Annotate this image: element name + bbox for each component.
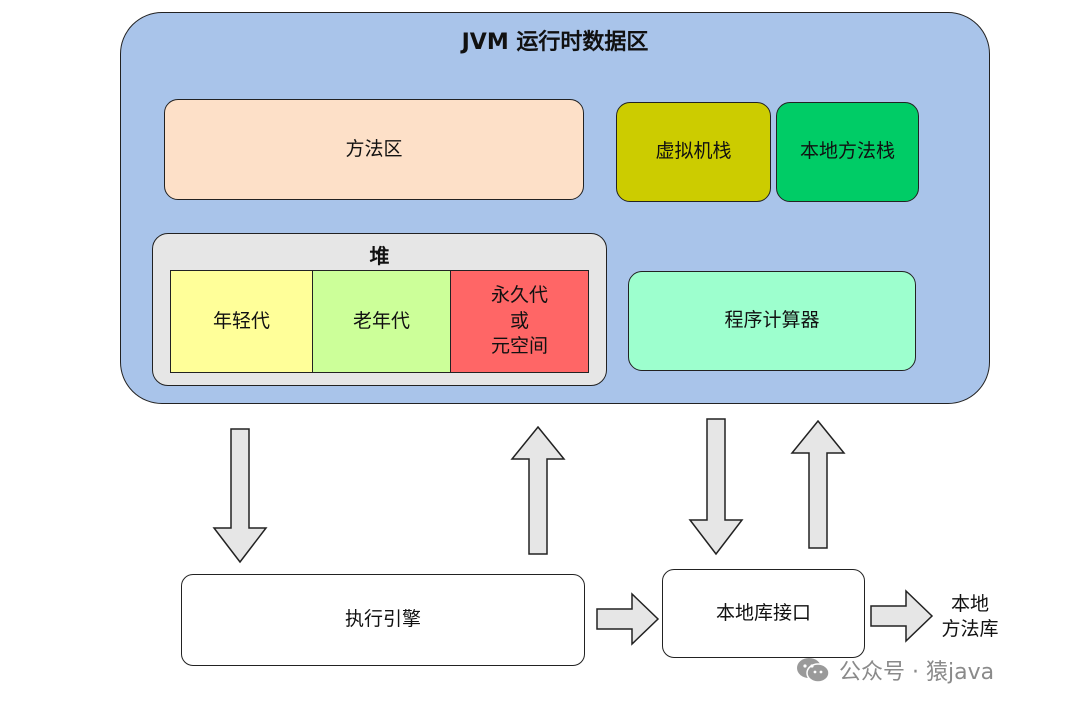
native-library-label-line2: 方法库 [941, 617, 999, 640]
native-library-label-line1: 本地 [950, 593, 989, 615]
young-gen-label: 年轻代 [212, 309, 270, 332]
arrow-down-to-native-interface [688, 418, 744, 560]
pc-register-label: 程序计算器 [724, 309, 820, 332]
watermark-text: 公众号 · 猿java [839, 660, 995, 685]
pc-register-box: 程序计算器 [628, 271, 916, 371]
vm-stack-box: 虚拟机栈 [616, 102, 771, 202]
native-interface-box: 本地库接口 [662, 569, 865, 658]
runtime-area-title: JVM 运行时数据区 [461, 30, 649, 55]
method-area-label: 方法区 [345, 137, 403, 160]
heap-title: 堆 [369, 244, 390, 268]
old-gen-box: 老年代 [312, 270, 451, 373]
method-area-box: 方法区 [164, 99, 584, 200]
wechat-icon [797, 658, 830, 683]
perm-gen-label-line1: 永久代 [490, 284, 548, 307]
native-method-stack-label: 本地方法栈 [799, 140, 895, 163]
execution-engine-box: 执行引擎 [181, 574, 585, 666]
native-library-label: 本地 方法库 [930, 592, 1010, 641]
arrow-up-from-execution-engine [510, 425, 566, 560]
arrow-right-to-native-interface [596, 592, 660, 650]
execution-engine-label: 执行引擎 [344, 608, 421, 631]
arrow-down-to-execution-engine [212, 428, 268, 568]
watermark: 公众号 · 猿java [795, 654, 994, 686]
arrow-right-to-native-library [870, 589, 934, 647]
vm-stack-label: 虚拟机栈 [655, 140, 732, 163]
young-gen-box: 年轻代 [170, 270, 313, 373]
old-gen-label: 老年代 [352, 309, 410, 332]
native-method-stack-box: 本地方法栈 [776, 102, 919, 202]
perm-gen-box: 永久代 或 元空间 [450, 270, 589, 373]
arrow-up-from-native-interface [790, 419, 846, 554]
native-interface-label: 本地库接口 [715, 601, 811, 624]
perm-gen-label-line2: 或 [509, 309, 529, 332]
perm-gen-label-line3: 元空间 [490, 335, 548, 358]
